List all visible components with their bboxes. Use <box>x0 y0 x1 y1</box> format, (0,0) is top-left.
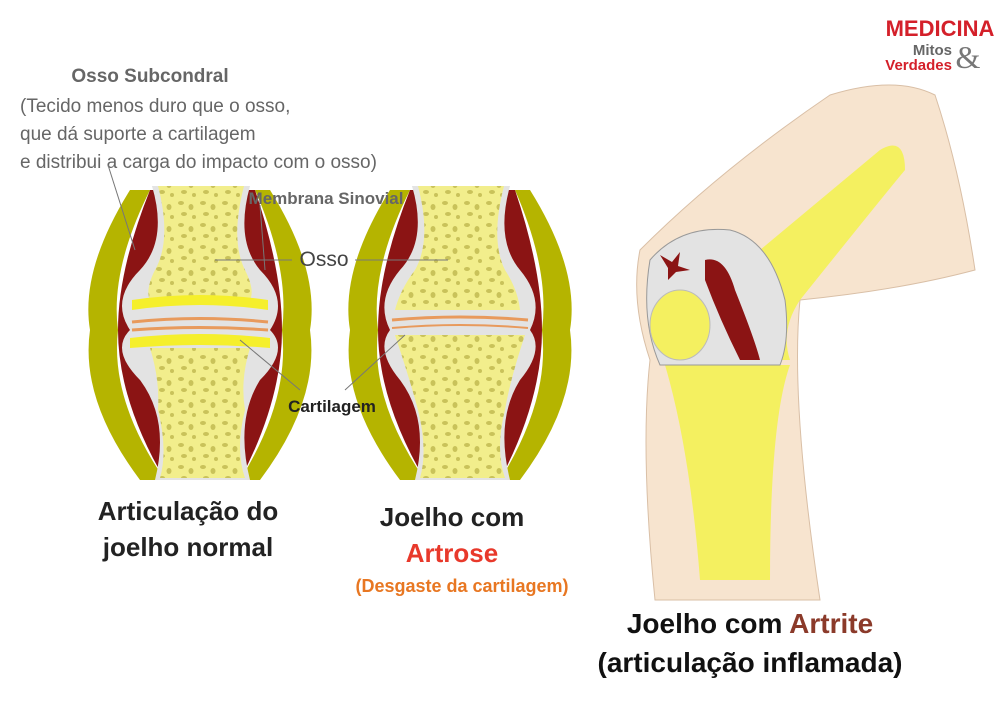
arthritis-caption-line2: (articulação inflamada) <box>598 647 903 678</box>
cartilage-label: Cartilagem <box>288 397 376 416</box>
svg-text:Verdades: Verdades <box>885 57 952 74</box>
normal-caption-line1: Articulação do <box>98 496 279 526</box>
arthrosis-caption-line3: (Desgaste da cartilagem) <box>355 576 568 596</box>
svg-text:&: & <box>956 39 981 75</box>
subchondral-label: Osso Subcondral (Tecido menos duro que o… <box>20 66 377 173</box>
leader-lines <box>107 164 448 391</box>
synovial-membrane-label: Membrana Sinovial <box>249 189 404 208</box>
svg-text:(Tecido menos duro que o osso,: (Tecido menos duro que o osso, <box>20 96 290 117</box>
svg-text:MEDICINA: MEDICINA <box>886 16 995 41</box>
arthrosis-caption-line1: Joelho com <box>380 502 524 532</box>
logo: MEDICINA Mitos Verdades & <box>885 16 994 75</box>
svg-text:Mitos: Mitos <box>913 42 952 59</box>
svg-text:que dá suporte a cartilagem: que dá suporte a cartilagem <box>20 124 256 145</box>
arthritis-caption-line1: Joelho com Artrite <box>627 608 873 639</box>
normal-caption-line2: joelho normal <box>102 532 273 562</box>
arthrosis-caption-line2: Artrose <box>406 538 498 568</box>
arthrosis-joint-illustration <box>348 186 572 480</box>
svg-text:e distribui a carga do impacto: e distribui a carga do impacto com o oss… <box>20 152 377 173</box>
svg-text:Osso Subcondral: Osso Subcondral <box>71 66 228 87</box>
arthritis-knee-illustration <box>636 84 976 601</box>
bone-label: Osso <box>299 248 348 271</box>
normal-joint-illustration <box>88 186 312 480</box>
